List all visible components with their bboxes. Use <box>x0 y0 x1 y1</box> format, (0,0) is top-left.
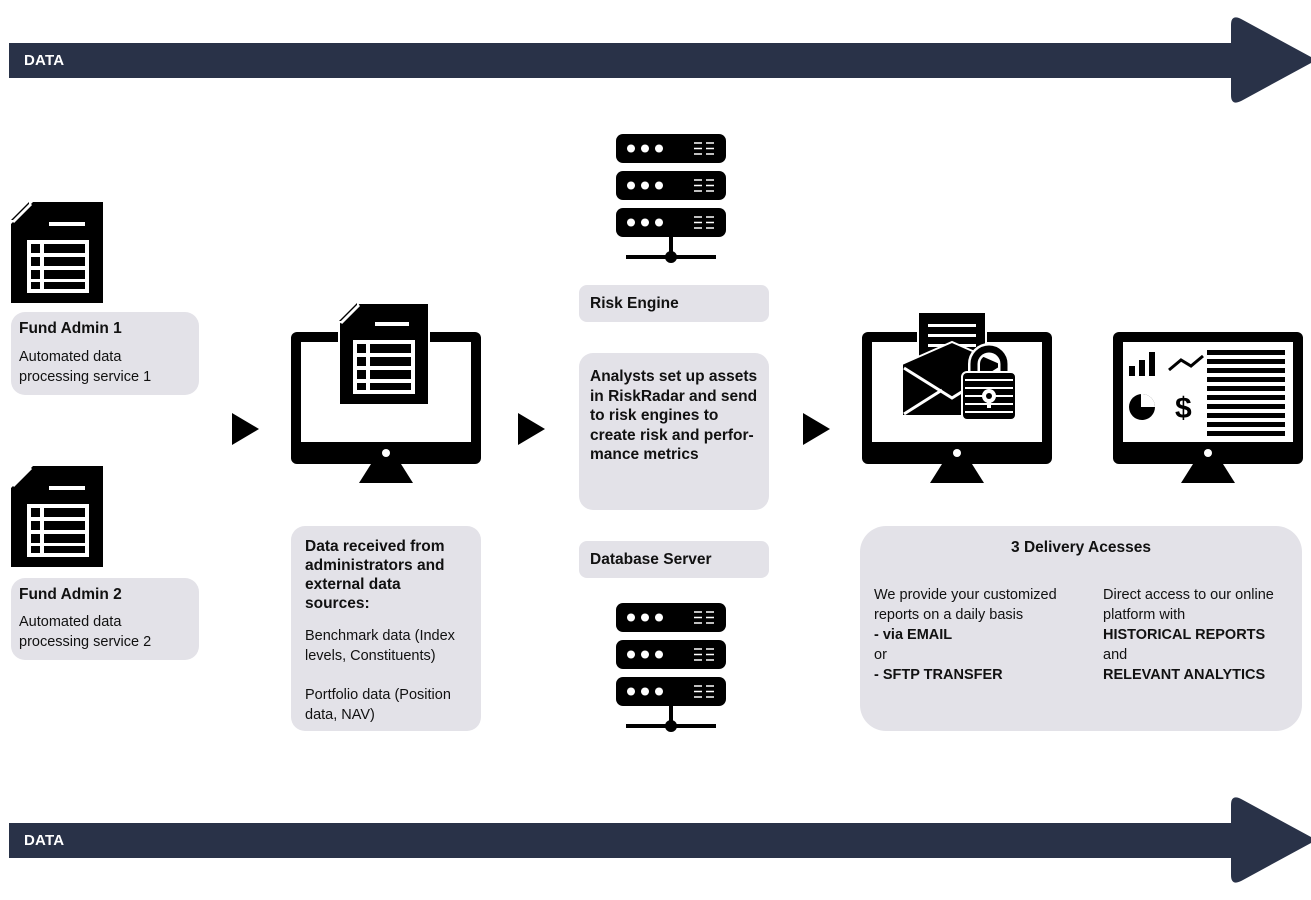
delivery-left-intro: We provide your customized reports on a … <box>874 587 1057 623</box>
fund-admin-2-text: Automated data processing service 2 <box>19 614 152 650</box>
server-icon <box>616 134 726 263</box>
fund-admin-2-title: Fund Admin 2 <box>19 586 122 603</box>
flow-arrow-icon <box>232 413 259 445</box>
data-received-title: Data received from administrators and ex… <box>305 538 445 612</box>
spreadsheet-document-icon <box>11 202 103 303</box>
database-server-label: Database Server <box>590 551 712 568</box>
spreadsheet-document-icon <box>11 466 103 567</box>
delivery-sftp-option: - SFTP TRANSFER <box>874 667 1003 683</box>
monitor-analytics-icon: $ <box>1113 332 1303 483</box>
monitor-spreadsheet-icon <box>291 302 481 483</box>
arrow-head-icon <box>1231 797 1311 883</box>
delivery-historical-reports: HISTORICAL REPORTS <box>1103 627 1266 643</box>
banner-label: DATA PROCESS <box>24 832 99 884</box>
data-received-card: Data received from administrators and ex… <box>291 526 481 731</box>
benchmark-data-text: Benchmark data (Index levels, Constituen… <box>305 628 455 664</box>
fund-admin-1-card: Fund Admin 1 Automated data processing s… <box>11 312 199 395</box>
risk-engine-label: Risk Engine <box>590 295 679 312</box>
svg-text:$: $ <box>1175 392 1192 425</box>
delivery-email-option: - via EMAIL <box>874 627 953 643</box>
analysts-text: Analysts set up assets in RiskRadar and … <box>590 368 758 463</box>
flow-arrow-icon <box>803 413 830 445</box>
analysts-card: Analysts set up assets in RiskRadar and … <box>579 353 769 510</box>
delivery-relevant-analytics: RELEVANT ANALYTICS <box>1103 667 1266 683</box>
fund-admin-1-text: Automated data processing service 1 <box>19 349 152 385</box>
flow-arrow-icon <box>518 413 545 445</box>
delivery-left-connector: or <box>874 647 887 663</box>
delivery-left-column: We provide your customized reports on a … <box>874 585 1079 685</box>
fund-admin-1-title: Fund Admin 1 <box>19 320 122 337</box>
portfolio-data-text: Portfolio data (Position data, NAV) <box>305 687 451 723</box>
banner-label: DATA PROCESS <box>24 52 99 104</box>
delivery-right-connector: and <box>1103 647 1128 663</box>
fund-admin-2-card: Fund Admin 2 Automated data processing s… <box>11 578 199 660</box>
delivery-right-column: Direct access to our online platform wit… <box>1103 585 1293 685</box>
delivery-title: 3 Delivery Acesses <box>1011 539 1151 556</box>
risk-engine-label-card: Risk Engine <box>579 285 769 322</box>
server-icon <box>616 603 726 732</box>
monitor-mail-lock-icon <box>862 312 1052 483</box>
delivery-card: 3 Delivery Acesses We provide your custo… <box>860 526 1302 731</box>
delivery-right-intro: Direct access to our online platform wit… <box>1103 587 1274 623</box>
database-server-label-card: Database Server <box>579 541 769 578</box>
arrow-head-icon <box>1231 17 1311 103</box>
